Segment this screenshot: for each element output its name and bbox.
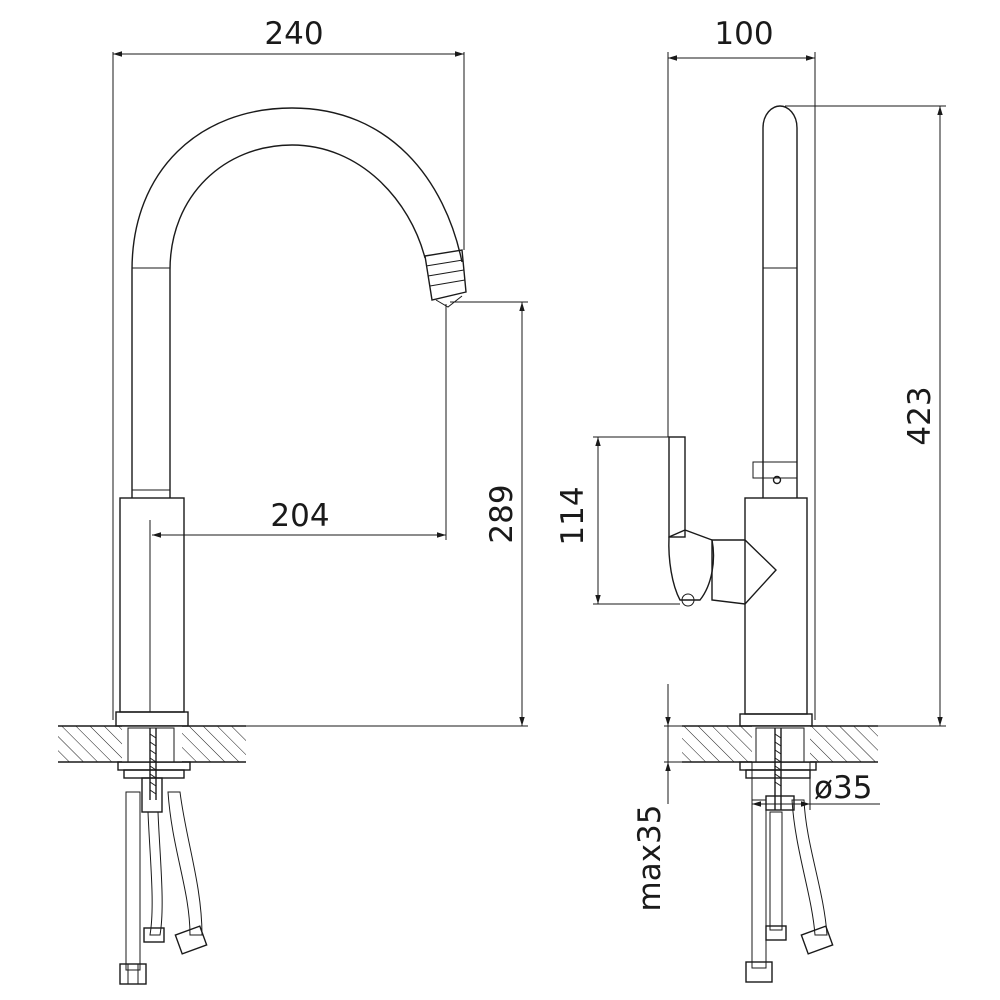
side-set-screw <box>772 475 782 485</box>
dim-overall-width: 240 <box>112 16 465 720</box>
front-under-counter <box>117 727 208 985</box>
front-spout <box>131 107 467 498</box>
dim-mount-hole: ø35 <box>751 762 880 810</box>
dim-spout-height: 289 <box>188 301 528 727</box>
dim-side-depth-label: 100 <box>714 16 773 52</box>
dim-mount-hole-label: ø35 <box>814 770 872 806</box>
dim-total-height: 423 <box>785 105 946 727</box>
front-body <box>119 497 185 713</box>
dim-max-countertop: max35 <box>632 684 750 912</box>
side-body <box>744 497 808 715</box>
dim-side-depth: 100 <box>667 16 816 720</box>
side-base-ring <box>739 713 813 727</box>
dim-lever-height: 114 <box>555 436 680 605</box>
side-spout <box>752 105 798 498</box>
front-view: 240 204 289 <box>58 16 528 985</box>
dim-spout-reach: 204 <box>152 304 447 540</box>
front-base-ring <box>115 711 189 727</box>
dim-spout-reach-label: 204 <box>270 498 329 534</box>
side-under-counter <box>739 727 834 983</box>
dim-max-countertop-label: max35 <box>632 805 668 912</box>
side-countertop <box>682 725 878 763</box>
side-lever <box>668 436 777 607</box>
dim-overall-width-label: 240 <box>264 16 323 52</box>
dim-spout-height-label: 289 <box>484 484 520 543</box>
dim-lever-height-label: 114 <box>555 486 591 545</box>
dim-total-height-label: 423 <box>902 386 938 445</box>
side-view: 100 423 114 max35 <box>555 16 946 983</box>
front-countertop <box>58 725 246 763</box>
